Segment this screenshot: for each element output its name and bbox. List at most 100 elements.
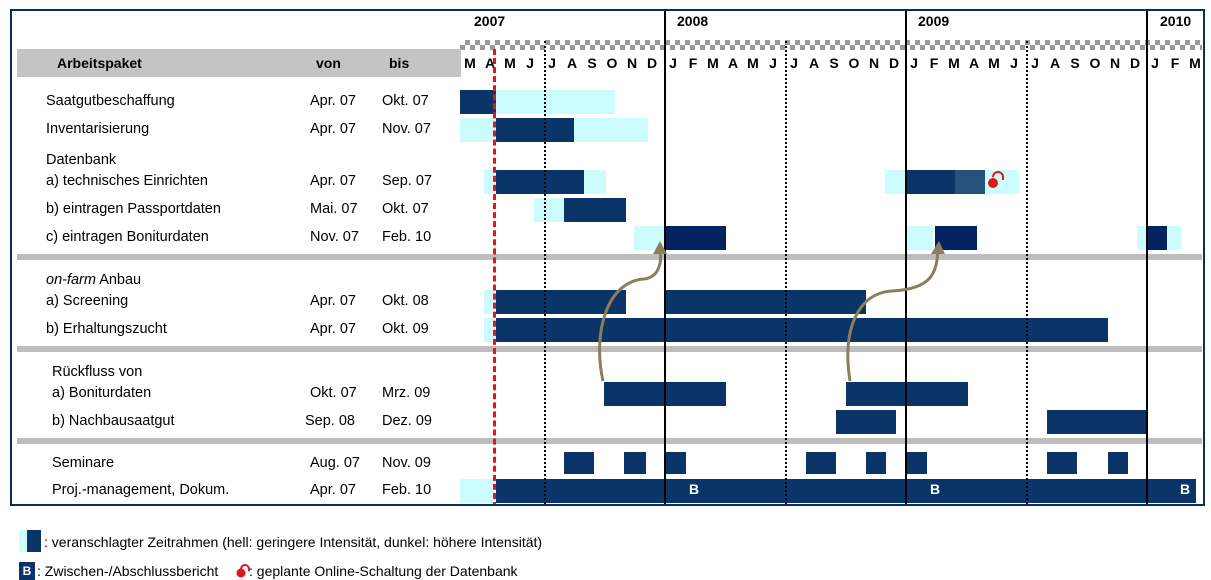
- row-from: Apr. 07: [310, 321, 356, 337]
- row-from: Aug. 07: [310, 455, 360, 471]
- row-label: Seminare: [52, 455, 115, 471]
- row-label: Proj.-management, Dokum.: [52, 482, 230, 498]
- gantt-bar-dark: [1148, 226, 1167, 250]
- gantt-bar-dark: [624, 452, 646, 474]
- month-label: S: [829, 55, 839, 71]
- legend-timeframe: : veranschlagter Zeitrahmen (hell: gerin…: [44, 534, 543, 550]
- row-to: Okt. 07: [382, 201, 429, 217]
- group-separator: [17, 346, 1202, 352]
- timeline-ruler: [460, 40, 1202, 50]
- month-label: M: [707, 55, 719, 71]
- month-label: J: [790, 55, 798, 71]
- legend-swatch-dark: [27, 530, 41, 552]
- row-from: Apr. 07: [310, 173, 356, 189]
- month-label: M: [747, 55, 759, 71]
- month-label: J: [1031, 55, 1039, 71]
- month-label: M: [1189, 55, 1201, 71]
- lock-icon: [236, 564, 250, 578]
- feedback-arrows: [598, 171, 1004, 382]
- gantt-bar-dark: [1108, 452, 1128, 474]
- report-marker: B: [930, 481, 941, 497]
- year-boundary-line: [905, 11, 907, 504]
- gantt-bar-dark: [666, 226, 726, 250]
- row-to: Okt. 08: [382, 293, 429, 309]
- month-label: N: [1109, 55, 1121, 71]
- month-label: M: [988, 55, 1000, 71]
- row-label: Rückfluss von: [52, 364, 143, 380]
- row-label: Datenbank: [46, 152, 117, 168]
- gantt-bar-dark: [836, 410, 896, 434]
- report-marker: B: [1180, 481, 1191, 497]
- row-label: on-farm Anbau: [46, 271, 141, 289]
- month-label: A: [968, 55, 980, 71]
- row-from: Apr. 07: [310, 293, 356, 309]
- month-label: D: [646, 55, 658, 71]
- gantt-bar-dark: [1047, 410, 1147, 434]
- legend-report-badge: B: [19, 562, 35, 580]
- arrowhead-icon: [653, 241, 667, 254]
- month-label: J: [669, 55, 677, 71]
- month-label: O: [848, 55, 860, 71]
- year-label-2008: 2008: [677, 13, 709, 29]
- row-label: Saatgutbeschaffung: [46, 93, 175, 109]
- month-label: O: [606, 55, 618, 71]
- gantt-bar-dark: [564, 452, 594, 474]
- row-to: Okt. 07: [382, 93, 429, 109]
- group-separator: [17, 254, 1202, 260]
- arrowhead-icon: [931, 241, 945, 254]
- header-to: bis: [389, 55, 410, 71]
- year-label-2007: 2007: [474, 13, 506, 29]
- gantt-bar-dark: [496, 318, 1108, 342]
- row-from: Nov. 07: [310, 229, 359, 245]
- row-to: Nov. 07: [382, 121, 431, 137]
- lock-icon: [988, 171, 1004, 188]
- gantt-bar-dark: [460, 90, 496, 114]
- half-year-line: [544, 41, 546, 504]
- legend-swatch-light: [19, 530, 27, 552]
- row-to: Feb. 10: [382, 229, 432, 245]
- month-label: A: [566, 55, 578, 71]
- gantt-bar-dark: [1047, 452, 1077, 474]
- row-to: Feb. 10: [382, 482, 432, 498]
- half-year-line: [1026, 41, 1028, 504]
- legend-report: : Zwischen-/Abschlussbericht: [37, 563, 219, 579]
- row-from: Apr. 07: [310, 482, 356, 498]
- gantt-bar-dark: [806, 452, 836, 474]
- gantt-bar-dark: [846, 382, 968, 406]
- gantt-bar-light: [460, 479, 494, 503]
- feedback-arrow: [598, 247, 663, 382]
- row-label: c) eintragen Boniturdaten: [46, 229, 209, 245]
- month-label: S: [587, 55, 597, 71]
- gantt-bar-dark: [955, 170, 985, 194]
- gantt-bar-dark: [564, 198, 626, 222]
- row-label: b) Erhaltungszucht: [46, 321, 167, 337]
- feedback-arrow: [846, 247, 940, 382]
- row-label: a) technisches Einrichten: [46, 173, 208, 189]
- gantt-chart: 2007 2008 2009 2010 Arbeitspaket von bis…: [10, 9, 1205, 506]
- month-label: M: [464, 55, 476, 71]
- month-label: S: [1070, 55, 1080, 71]
- month-label: F: [688, 55, 698, 71]
- month-label: N: [626, 55, 638, 71]
- header-task: Arbeitspaket: [57, 55, 142, 71]
- row-to: Okt. 09: [382, 321, 429, 337]
- month-label: A: [1049, 55, 1061, 71]
- project-start-line: [493, 49, 496, 504]
- month-label: D: [1129, 55, 1141, 71]
- month-label: J: [548, 55, 556, 71]
- row-label: Inventarisierung: [46, 121, 150, 137]
- gantt-bar-dark: [866, 452, 886, 474]
- gantt-bar-dark: [496, 479, 1196, 503]
- month-label: J: [910, 55, 918, 71]
- row-from: Apr. 07: [310, 93, 356, 109]
- gantt-bar-light: [907, 226, 933, 250]
- month-label: A: [727, 55, 739, 71]
- gantt-bar-dark: [666, 452, 686, 474]
- gantt-bar-dark: [905, 452, 927, 474]
- month-label: J: [769, 55, 777, 71]
- gantt-bar-dark: [496, 290, 626, 314]
- month-label: J: [1010, 55, 1018, 71]
- row-to: Nov. 09: [382, 455, 431, 471]
- row-label-rest: Anbau: [95, 272, 142, 288]
- row-to: Sep. 07: [382, 173, 432, 189]
